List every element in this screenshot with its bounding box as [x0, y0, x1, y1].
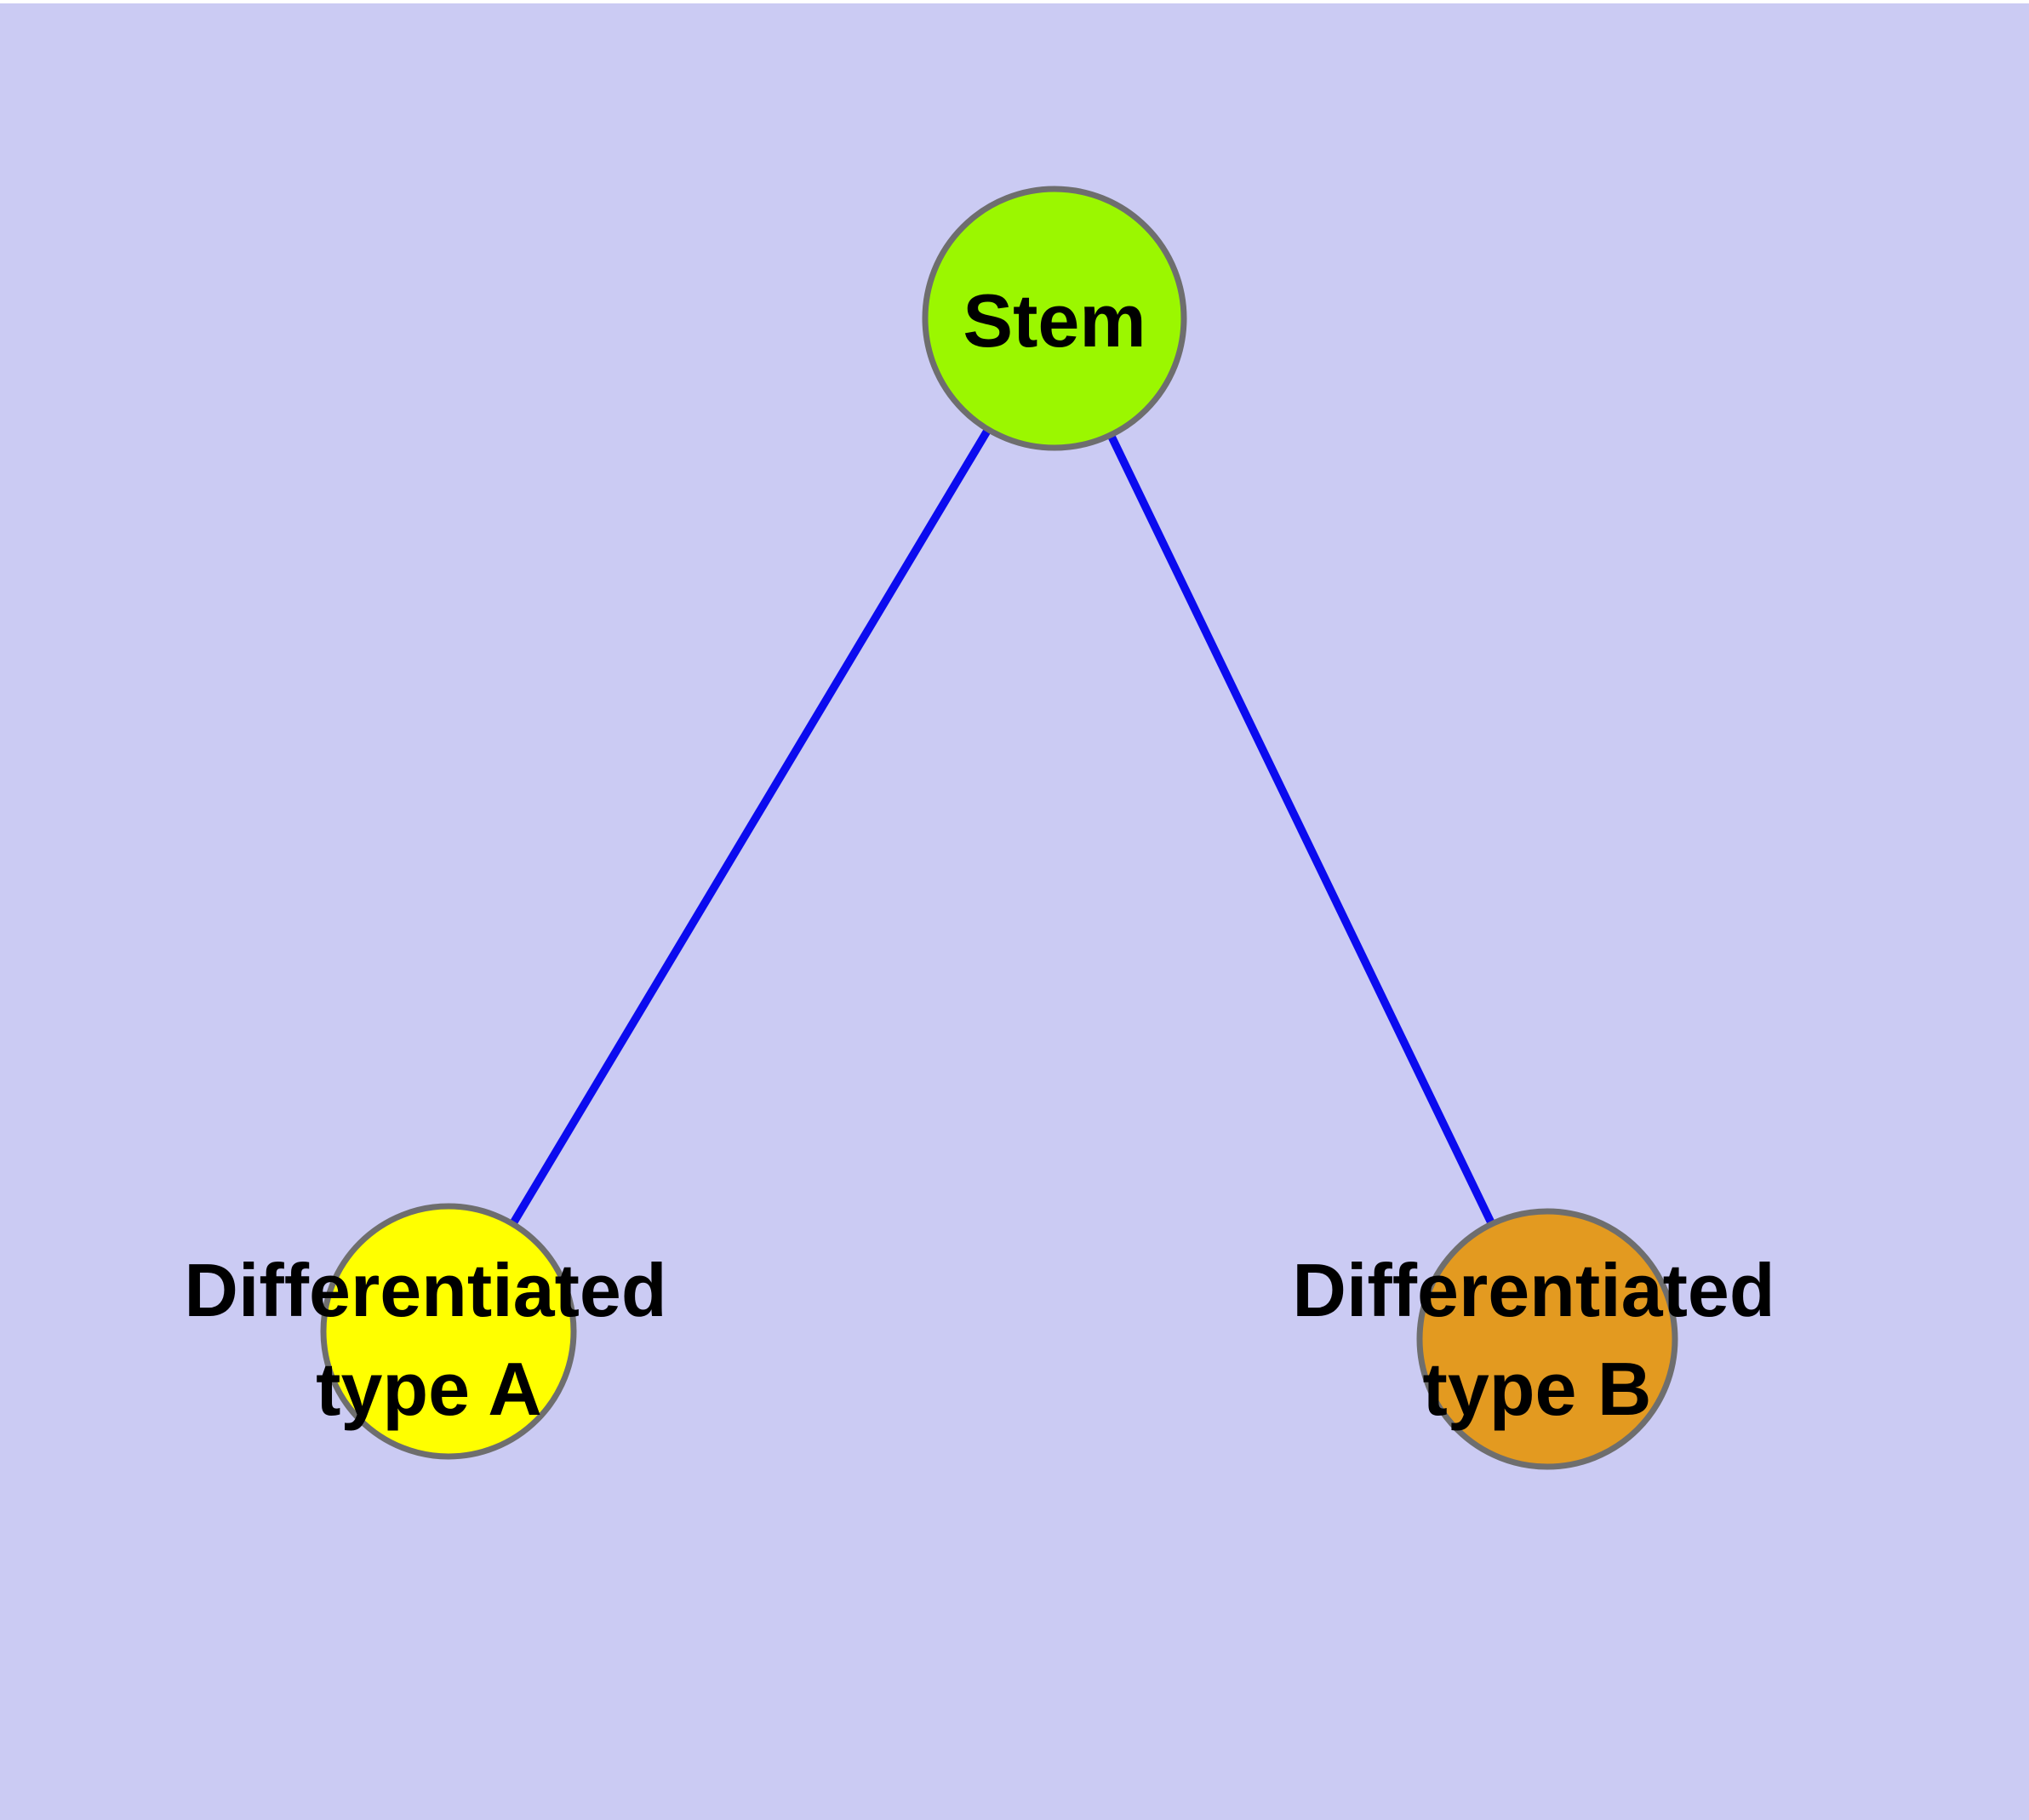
- node-type-a-label-line1: Differentiated: [184, 1248, 666, 1332]
- node-type-b-label-line1: Differentiated: [1292, 1248, 1775, 1332]
- node-differentiated-type-a: [320, 1203, 577, 1460]
- node-stem: [922, 186, 1187, 451]
- node-type-b-label-line2: type B: [1423, 1347, 1652, 1431]
- edge-stem-to-type-a: [444, 316, 1059, 1334]
- node-differentiated-type-b: [1416, 1208, 1678, 1470]
- node-type-a-label-line2: type A: [316, 1347, 542, 1431]
- edge-stem-to-type-b: [1050, 316, 1552, 1342]
- top-margin-strip: [0, 0, 2029, 3]
- node-stem-label: Stem: [963, 278, 1146, 363]
